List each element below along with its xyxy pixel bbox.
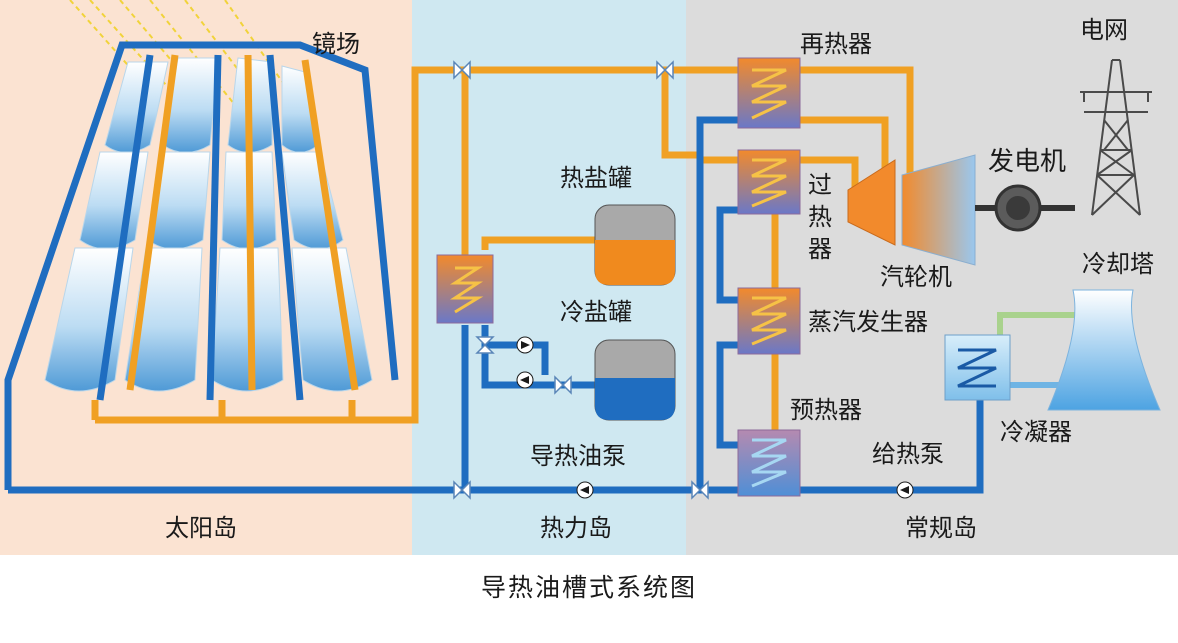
valves	[453, 60, 709, 500]
steam-generator-unit	[737, 287, 801, 355]
turbine	[847, 154, 1075, 266]
steam-generator-label: 蒸汽发生器	[808, 308, 928, 336]
generator-icon	[994, 184, 1042, 232]
grid-tower-icon	[1080, 59, 1152, 216]
solar-field-pipes	[4, 41, 462, 494]
valve-icon	[475, 336, 495, 354]
valve-icon	[554, 375, 572, 395]
valve-icon	[453, 60, 471, 80]
cold-salt-tank	[594, 339, 676, 421]
pump-icon	[516, 336, 534, 354]
generator-label: 发电机	[988, 147, 1066, 177]
cold-salt-tank-label: 冷盐罐	[560, 298, 632, 326]
condenser-unit	[944, 334, 1011, 401]
reheater-unit	[737, 57, 801, 129]
grid-label: 电网	[1080, 16, 1128, 44]
pump-icon	[576, 481, 594, 499]
superheater-unit	[737, 149, 801, 215]
reheater-label: 再热器	[800, 30, 872, 58]
oil-pump-label: 导热油泵	[530, 442, 626, 470]
turbine-label: 汽轮机	[880, 263, 952, 291]
superheater-label-1: 过	[808, 171, 832, 199]
thermal-heat-exchanger	[436, 254, 494, 324]
hot-salt-tank	[594, 204, 676, 286]
thermal-zone-label: 热力岛	[540, 514, 612, 542]
conventional-zone-label: 常规岛	[905, 514, 977, 542]
mirror-field-label: 镜场	[312, 30, 360, 58]
preheater-label: 预热器	[790, 396, 862, 424]
pump-icon	[516, 371, 534, 389]
superheater-label-2: 热	[808, 203, 832, 231]
pump-icon	[896, 481, 914, 499]
solar-zone-label: 太阳岛	[165, 514, 237, 542]
labels: 镜场 热盐罐 冷盐罐 导热油泵 再热器 过 热 器 蒸汽发生器 预热器 给热泵 …	[165, 16, 1154, 602]
valve-icon	[656, 60, 674, 80]
valve-icon	[453, 480, 471, 500]
preheater-unit	[737, 429, 801, 497]
condenser-label: 冷凝器	[1000, 418, 1072, 446]
cooling-tower-icon	[1047, 289, 1161, 411]
valve-icon	[691, 480, 709, 500]
mirror-field	[44, 57, 373, 392]
hot-salt-tank-label: 热盐罐	[560, 164, 632, 192]
superheater-label-3: 器	[808, 235, 832, 263]
diagram-title: 导热油槽式系统图	[481, 573, 697, 602]
cooling-tower-label: 冷却塔	[1082, 250, 1154, 278]
pumps	[516, 336, 914, 499]
feed-pump-label: 给热泵	[872, 440, 944, 468]
heat-exchangers	[436, 57, 801, 497]
